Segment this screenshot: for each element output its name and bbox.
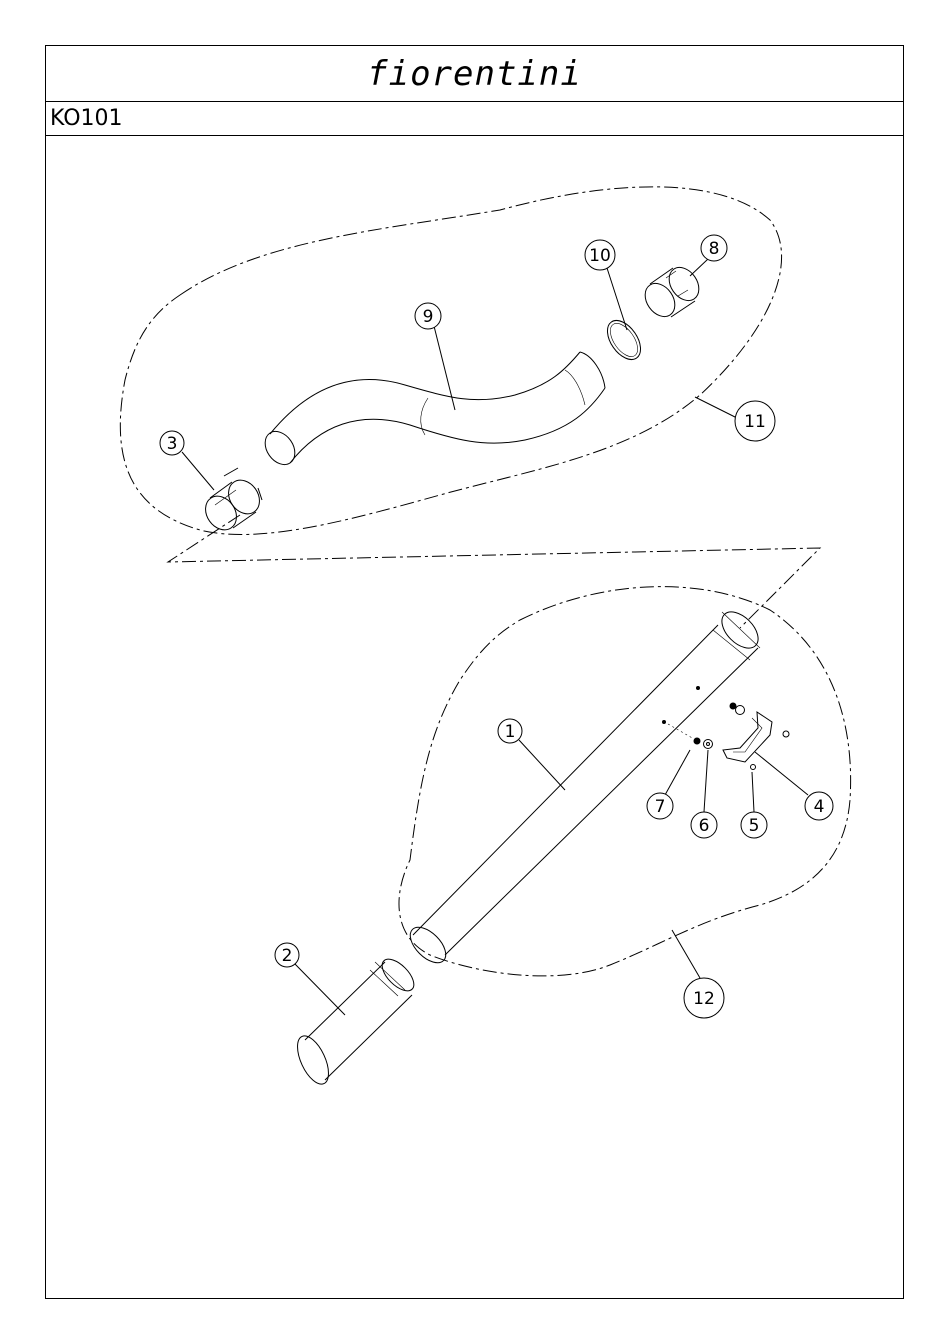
part-1-long-tube (404, 605, 765, 969)
part-7-nut (694, 738, 700, 744)
assembly-boundary-12 (399, 587, 851, 976)
callout-label-10: 10 (589, 246, 611, 266)
part-2-angled-tube (291, 954, 419, 1089)
callout-label-5: 5 (749, 816, 760, 836)
part-9-bent-tube (259, 352, 605, 470)
assembly-boundary-11 (120, 187, 781, 535)
callout-label-9: 9 (423, 307, 434, 327)
callout-label-4: 4 (814, 797, 825, 817)
callout-label-8: 8 (709, 239, 720, 259)
callout-label-7: 7 (655, 797, 666, 817)
part-3-nozzle-fitting (199, 468, 266, 536)
part-6-washer (704, 740, 713, 749)
part-5-screw (751, 765, 756, 770)
callout-label-2: 2 (282, 946, 293, 966)
part-4-handle (723, 712, 789, 762)
callout-label-1: 1 (505, 722, 516, 742)
group-connector-line (168, 515, 820, 628)
callout-label-11: 11 (744, 412, 766, 432)
callout-label-3: 3 (167, 434, 178, 454)
callout-label-12: 12 (693, 989, 715, 1009)
callout-label-6: 6 (699, 816, 710, 836)
